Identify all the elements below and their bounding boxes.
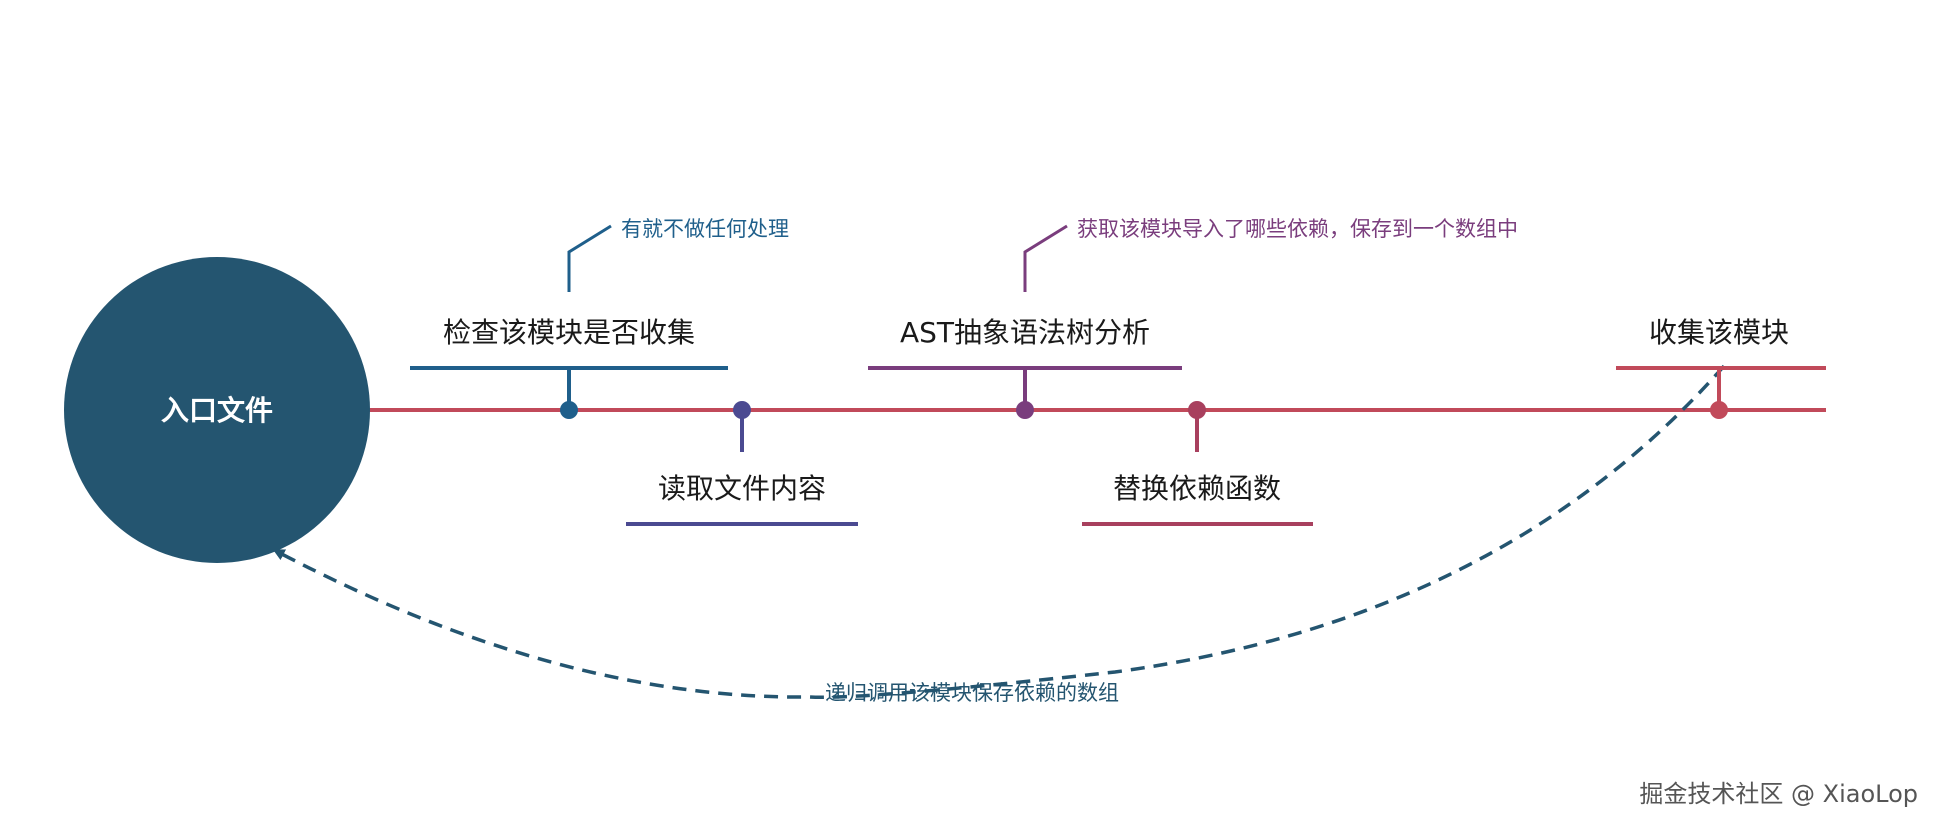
recursion-arrow (272, 364, 1726, 700)
root-node[interactable] (64, 257, 370, 563)
root-node-label: 入口文件 (161, 394, 273, 427)
step-node-dot (733, 401, 751, 419)
step-ast-analysis[interactable]: AST抽象语法树分析 获取该模块导入了哪些依赖，保存到一个数组中 (868, 217, 1518, 419)
recursion-label: 递归调用该模块保存依赖的数组 (825, 681, 1119, 705)
step-label: 替换依赖函数 (1113, 472, 1281, 505)
step-note: 有就不做任何处理 (621, 217, 789, 241)
step-node-dot (560, 401, 578, 419)
step-read-file[interactable]: 读取文件内容 (626, 401, 858, 526)
note-callout-line (1023, 224, 1068, 292)
step-node-dot (1710, 401, 1728, 419)
watermark-credit: 掘金技术社区 @ XiaoLop (1639, 780, 1918, 808)
note-callout-line (567, 224, 612, 292)
step-label: 读取文件内容 (658, 472, 826, 505)
step-node-dot (1188, 401, 1206, 419)
step-label: 检查该模块是否收集 (443, 316, 695, 349)
step-note: 获取该模块导入了哪些依赖，保存到一个数组中 (1077, 217, 1518, 241)
step-label: 收集该模块 (1649, 316, 1789, 349)
step-check-collected[interactable]: 检查该模块是否收集 有就不做任何处理 (410, 217, 789, 419)
step-label: AST抽象语法树分析 (900, 316, 1150, 349)
step-node-dot (1016, 401, 1034, 419)
step-replace-deps[interactable]: 替换依赖函数 (1082, 401, 1313, 526)
step-collect-module[interactable]: 收集该模块 (1616, 316, 1826, 419)
